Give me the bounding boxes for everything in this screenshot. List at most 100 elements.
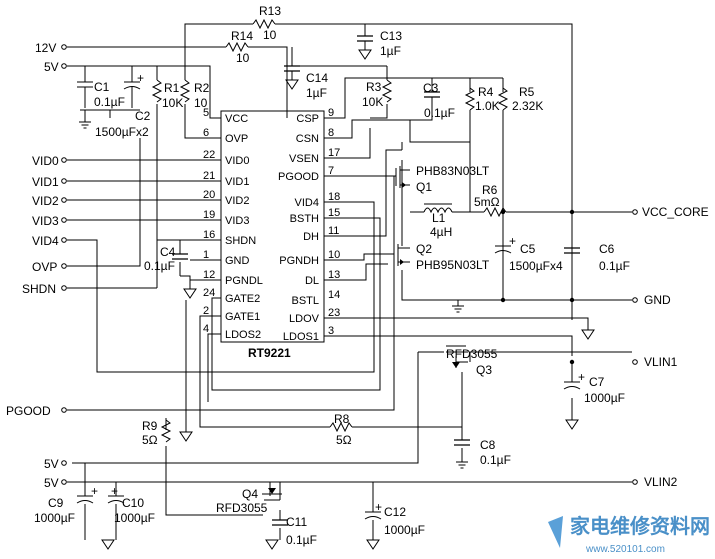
res-r6: R6 5mΩ bbox=[474, 183, 507, 217]
wires-ldo2 bbox=[67, 463, 632, 540]
terminal-pgood: PGOOD bbox=[6, 175, 395, 418]
cap-c8: C8 0.1µF bbox=[453, 438, 511, 467]
svg-text:R4: R4 bbox=[478, 85, 494, 99]
svg-text:R6: R6 bbox=[482, 183, 498, 197]
svg-text:5V: 5V bbox=[44, 476, 59, 490]
res-r3: R3 10K bbox=[362, 79, 392, 109]
ic-pin-num: 9 bbox=[328, 107, 334, 119]
svg-text:5Ω: 5Ω bbox=[142, 433, 158, 447]
svg-text:www.520101.com: www.520101.com bbox=[585, 544, 665, 555]
terminal-vid0: VID0 bbox=[32, 154, 67, 168]
svg-text:1500µFx2: 1500µFx2 bbox=[95, 125, 149, 139]
ic-pin-num: 1 bbox=[203, 249, 209, 261]
svg-text:1500µFx4: 1500µFx4 bbox=[509, 259, 563, 273]
terminal-5v-top: 5V bbox=[44, 60, 67, 74]
cap-c5: + C5 1500µFx4 bbox=[494, 234, 563, 273]
svg-text:0.1µF: 0.1µF bbox=[480, 453, 511, 467]
ic-pin-name: OVP bbox=[225, 133, 248, 145]
terminal-vcc-core: VCC_CORE bbox=[632, 205, 709, 219]
wires-top bbox=[67, 23, 573, 320]
res-r9: R9 5Ω bbox=[142, 419, 171, 447]
svg-text:R3: R3 bbox=[366, 80, 382, 94]
svg-text:5Ω: 5Ω bbox=[336, 433, 352, 447]
svg-text:5V: 5V bbox=[44, 457, 59, 471]
ic-pin-num: 15 bbox=[328, 207, 340, 219]
res-r4: R4 1.0K bbox=[465, 85, 500, 113]
svg-text:Q1: Q1 bbox=[416, 180, 432, 194]
svg-text:1.0K: 1.0K bbox=[475, 99, 500, 113]
svg-text:C1: C1 bbox=[94, 80, 110, 94]
res-r2: R2 10 bbox=[180, 79, 210, 110]
ic-pin-num: 6 bbox=[203, 127, 209, 139]
svg-text:10K: 10K bbox=[362, 95, 383, 109]
svg-text:0.1µF: 0.1µF bbox=[424, 106, 455, 120]
terminal-ovp: OVP bbox=[32, 260, 67, 274]
ic-pin-name: VID4 bbox=[295, 197, 319, 209]
ic-pin-num: 22 bbox=[203, 149, 215, 161]
ic-pin-num: 4 bbox=[203, 323, 209, 335]
mosfet-q1: PHB83N03LT Q1 bbox=[390, 164, 490, 194]
ic-pin-name: VID2 bbox=[225, 195, 249, 207]
svg-text:C4: C4 bbox=[160, 245, 176, 259]
ic-pin-num: 10 bbox=[328, 249, 340, 261]
terminal-5v-a: 5V bbox=[44, 457, 67, 471]
terminal-vid4: VID4 bbox=[32, 234, 67, 248]
svg-text:VLIN2: VLIN2 bbox=[644, 475, 678, 489]
svg-text:PHB95N03LT: PHB95N03LT bbox=[416, 258, 490, 272]
ic-pin-num: 24 bbox=[203, 287, 215, 299]
svg-text:0.1µF: 0.1µF bbox=[286, 533, 317, 547]
ic-pin-name: VID0 bbox=[225, 155, 249, 167]
ic-pin-num: 20 bbox=[203, 189, 215, 201]
ic-pin-num: 12 bbox=[203, 269, 215, 281]
svg-text:SHDN: SHDN bbox=[22, 282, 56, 296]
ic-pin-name: PGNDH bbox=[279, 255, 319, 267]
svg-text:C6: C6 bbox=[599, 242, 615, 256]
ic-pin-name: LDOV bbox=[289, 313, 320, 325]
res-r5: R5 2.32K bbox=[498, 85, 543, 113]
cap-c3: C3 0.1µF bbox=[423, 81, 455, 120]
ic-pin-num: 3 bbox=[328, 325, 334, 337]
cap-c7: + C7 1000µF bbox=[563, 370, 625, 405]
ic-pin-name: VID3 bbox=[225, 215, 249, 227]
ic-pin-name: BSTH bbox=[290, 213, 319, 225]
ic-pin-name: SHDN bbox=[225, 235, 256, 247]
ic-pin-name: CSP bbox=[296, 113, 319, 125]
terminal-vid1: VID1 bbox=[32, 175, 67, 189]
svg-text:C2: C2 bbox=[135, 109, 151, 123]
svg-text:+: + bbox=[91, 484, 98, 498]
svg-text:10: 10 bbox=[263, 28, 277, 42]
svg-text:C14: C14 bbox=[306, 71, 328, 85]
ic-pin-name: VSEN bbox=[289, 153, 319, 165]
svg-text:家电维修资料网: 家电维修资料网 bbox=[570, 514, 710, 538]
svg-text:10K: 10K bbox=[162, 96, 183, 110]
svg-text:0.1µF: 0.1µF bbox=[599, 259, 630, 273]
terminal-gnd: GND bbox=[632, 293, 671, 307]
svg-text:+: + bbox=[137, 71, 144, 85]
ic-pin-num: 5 bbox=[203, 107, 209, 119]
ic-right-pins: 9CSP8CSN17VSEN7PGOOD18VID415BSTH11DH10PG… bbox=[278, 107, 340, 343]
ic-pin-name: VID1 bbox=[225, 176, 249, 188]
ic-pin-name: GATE2 bbox=[225, 293, 260, 305]
svg-text:1000µF: 1000µF bbox=[584, 391, 625, 405]
terminal-12v: 12V bbox=[35, 41, 67, 55]
ic-pin-num: 11 bbox=[328, 225, 339, 237]
wires-power bbox=[324, 142, 632, 330]
ic-pin-num: 23 bbox=[328, 307, 340, 319]
svg-text:5V: 5V bbox=[44, 60, 59, 74]
ic-pin-name: GND bbox=[225, 255, 250, 267]
ic-pin-name: PGNDL bbox=[225, 275, 263, 287]
ic-pin-name: LDOS2 bbox=[225, 329, 261, 341]
wires-left bbox=[67, 138, 381, 516]
mosfet-q2: Q2 PHB95N03LT bbox=[388, 242, 490, 272]
svg-text:+: + bbox=[375, 500, 382, 514]
ic-pin-num: 8 bbox=[328, 127, 334, 139]
svg-text:2.32K: 2.32K bbox=[512, 99, 543, 113]
res-r14: R14 10 bbox=[225, 29, 253, 65]
terminal-vid3: VID3 bbox=[32, 214, 67, 228]
ic-pin-name: DH bbox=[303, 231, 319, 243]
svg-text:+: + bbox=[111, 484, 118, 498]
terminal-vlin2: VLIN2 bbox=[632, 475, 678, 489]
cap-c10: + C10 1000µF bbox=[107, 484, 155, 525]
svg-text:VID0: VID0 bbox=[32, 154, 59, 168]
